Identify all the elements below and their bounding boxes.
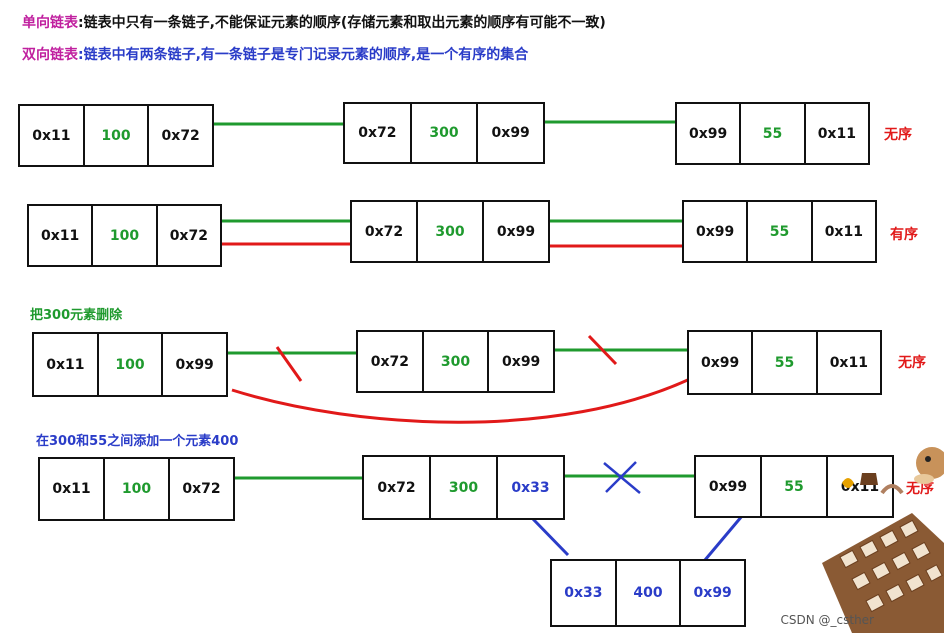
doubly-linked-list-term: 双向链表 <box>22 47 78 63</box>
list-node: 0x72 300 0x99 <box>343 102 545 164</box>
order-tag: 无序 <box>898 355 926 371</box>
node-next-pointer: 0x99 <box>487 332 553 391</box>
node-next-pointer: 0x72 <box>168 459 233 519</box>
node-address: 0x99 <box>708 478 748 495</box>
list-node: 0x99 55 0x11 <box>682 200 877 263</box>
cross-mark <box>605 461 637 493</box>
node-next-pointer: 0x99 <box>482 202 548 261</box>
node-value: 100 <box>91 206 155 265</box>
node-address: 0x11 <box>41 227 80 244</box>
node-next-pointer: 0x99 <box>476 104 543 162</box>
node-address: 0x33 <box>564 585 603 601</box>
cross-mark <box>603 462 641 494</box>
node-value: 55 <box>751 332 815 393</box>
insert-caption: 在300和55之间添加一个元素400 <box>36 434 239 449</box>
node-address: 0x99 <box>689 125 728 142</box>
node-next-pointer: 0x72 <box>147 106 212 165</box>
bypass-order-link <box>231 376 693 424</box>
insert-link <box>703 515 744 561</box>
header-line-2: 双向链表:链表中有两条链子,有一条链子是专门记录元素的顺序,是一个有序的集合 <box>22 44 528 64</box>
node-value: 55 <box>746 202 810 261</box>
list-node: 0x11 100 0x72 <box>38 457 235 521</box>
insert-link <box>530 516 570 557</box>
cut-mark <box>275 346 303 382</box>
node-next-pointer: 0x33 <box>496 457 563 518</box>
node-address: 0x72 <box>370 353 409 370</box>
list-node: 0x99 55 0x11 <box>675 102 870 165</box>
node-value: 300 <box>409 104 477 162</box>
node-next-pointer: 0x99 <box>679 561 744 625</box>
node-address: 0x99 <box>696 223 735 240</box>
order-tag: 有序 <box>890 227 918 243</box>
list-node: 0x11 100 0x72 <box>18 104 214 167</box>
list-node: 0x11 100 0x99 <box>32 332 228 397</box>
node-value: 300 <box>429 457 496 518</box>
list-node: 0x11 100 0x72 <box>27 204 222 267</box>
node-value: 300 <box>421 332 488 391</box>
node-address: 0x99 <box>701 354 740 371</box>
node-value: 100 <box>96 334 162 395</box>
node-address: 0x11 <box>32 127 71 144</box>
keyboard-decoration-icon <box>822 447 944 633</box>
delete-caption: 把300元素删除 <box>30 308 123 323</box>
order-tag: 无序 <box>884 127 912 143</box>
inserted-node: 0x33 400 0x99 <box>550 559 746 627</box>
header-line-1: 单向链表:链表中只有一条链子,不能保证元素的顺序(存储元素和取出元素的顺序有可能… <box>22 12 606 32</box>
list-node: 0x72 300 0x99 <box>350 200 550 263</box>
list-node: 0x72 300 0x33 <box>362 455 565 520</box>
node-value: 300 <box>416 202 482 261</box>
node-next-pointer: 0x11 <box>815 332 880 393</box>
watermark: CSDN @_csther <box>780 613 874 627</box>
node-address: 0x11 <box>46 356 85 373</box>
doubly-linked-list-description: :链表中有两条链子,有一条链子是专门记录元素的顺序,是一个有序的集合 <box>78 47 529 63</box>
order-tag: 无序 <box>906 481 934 497</box>
node-next-pointer: 0x72 <box>155 206 220 265</box>
node-next-pointer: 0x11 <box>803 104 868 163</box>
node-value: 100 <box>82 106 148 165</box>
singly-linked-list-description: :链表中只有一条链子,不能保证元素的顺序(存储元素和取出元素的顺序有可能不一致) <box>78 15 606 31</box>
node-address: 0x72 <box>358 125 397 141</box>
node-address: 0x72 <box>377 479 416 496</box>
node-address: 0x72 <box>364 223 404 240</box>
node-value: 100 <box>103 459 168 519</box>
node-next-pointer: 0x11 <box>810 202 875 261</box>
cut-mark <box>587 334 618 366</box>
node-next-pointer: 0x99 <box>161 334 226 395</box>
list-node: 0x72 300 0x99 <box>356 330 555 393</box>
node-value: 400 <box>614 561 680 625</box>
node-value: 55 <box>760 457 826 516</box>
node-value: 55 <box>739 104 803 163</box>
list-node: 0x99 55 0x11 <box>687 330 882 395</box>
node-address: 0x11 <box>52 481 91 497</box>
singly-linked-list-term: 单向链表 <box>22 15 78 31</box>
